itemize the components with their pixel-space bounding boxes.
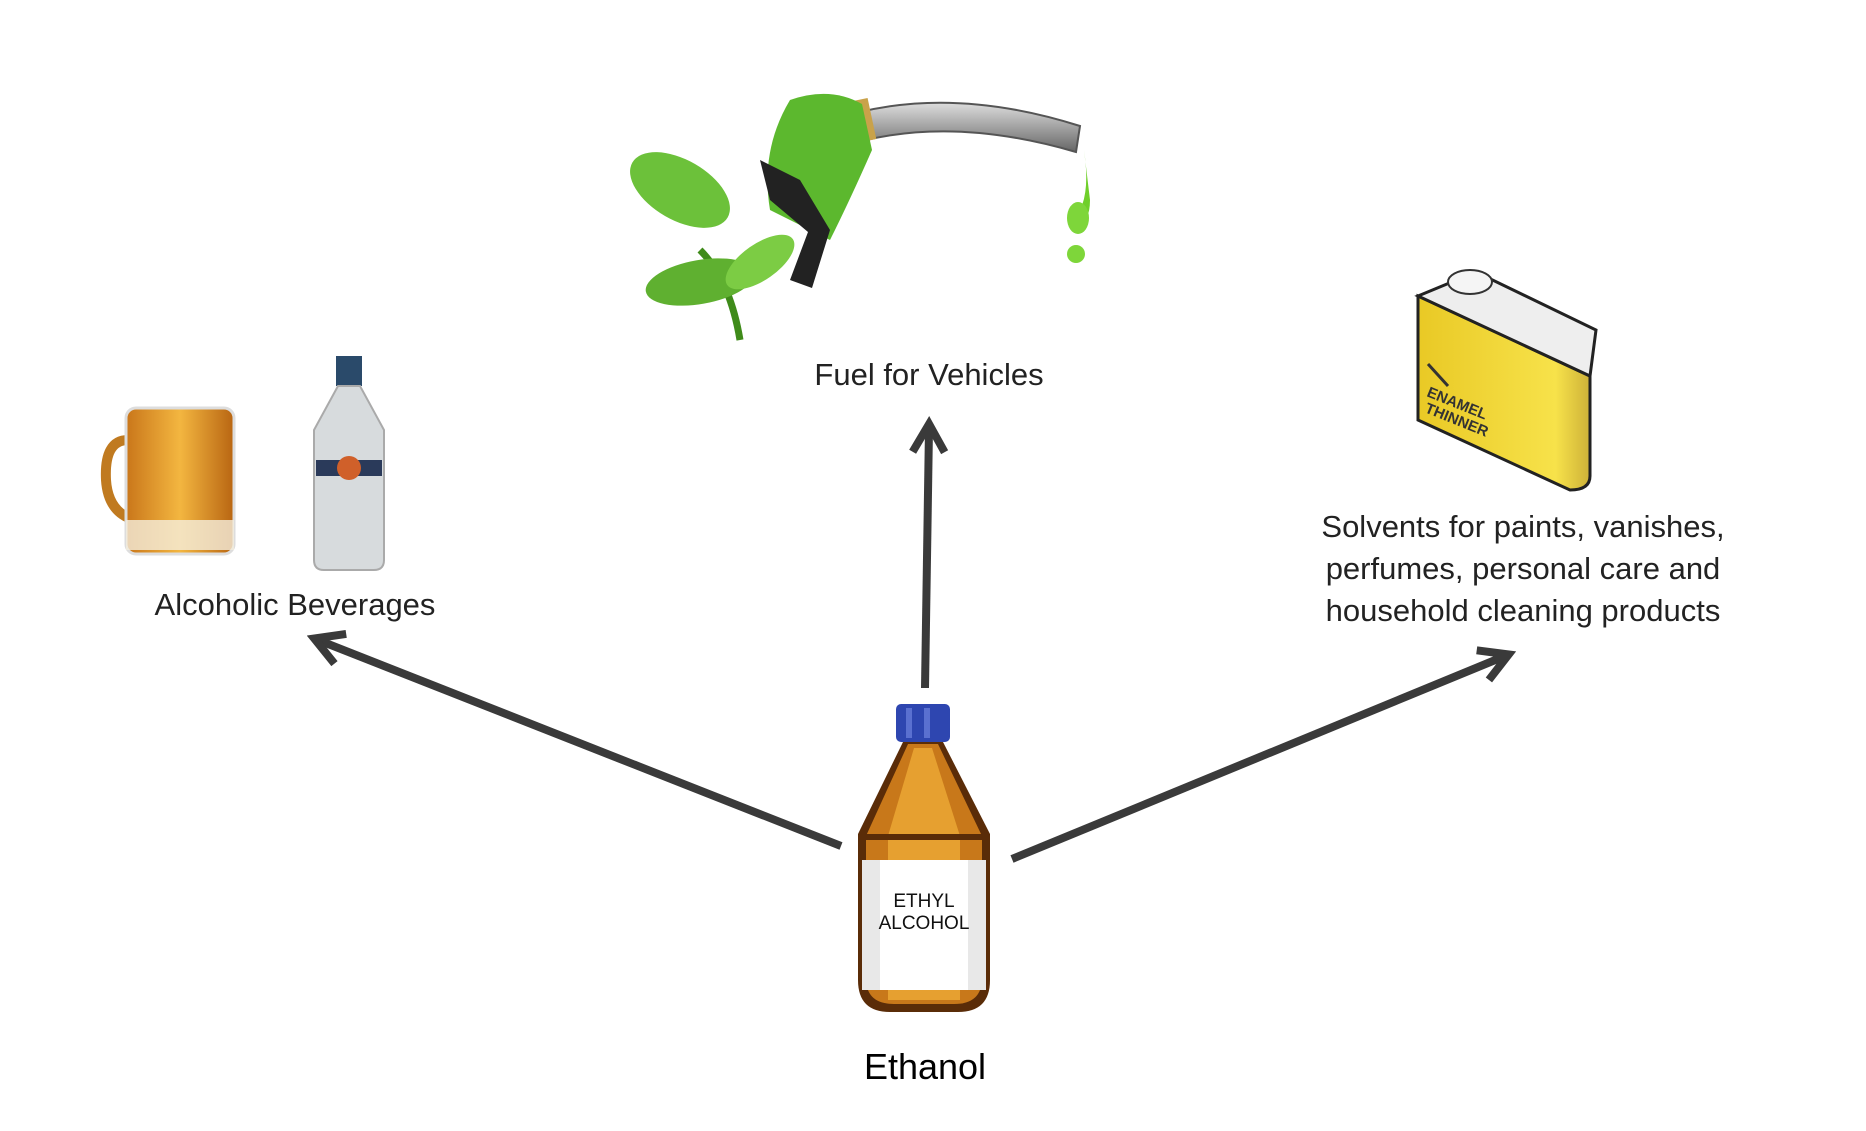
ethanol-bottle-icon: ETHYL ALCOHOL xyxy=(858,704,990,1012)
solvents-label: Solvents for paints, vanishes, perfumes,… xyxy=(1243,506,1803,632)
beverages-label: Alcoholic Beverages xyxy=(154,587,436,622)
beer-mug-icon xyxy=(100,406,236,556)
fuel-label: Fuel for Vehicles xyxy=(814,357,1044,392)
fuel-pump-icon xyxy=(630,93,1090,341)
solvents-label-line: perfumes, personal care and xyxy=(1325,551,1721,586)
arrow-to-fuel xyxy=(909,415,949,689)
arrow-to-solvents xyxy=(1010,646,1517,863)
arrow-to-beverages xyxy=(306,629,843,850)
enamel-thinner-can-icon: ENAMEL THINNER xyxy=(1414,269,1598,492)
liquor-bottle-icon xyxy=(313,356,385,571)
solvents-label-line: Solvents for paints, vanishes, xyxy=(1321,509,1725,544)
bottle-label-line2: ALCOHOL xyxy=(879,913,970,934)
ethanol-label: Ethanol xyxy=(863,1046,987,1087)
bottle-label-line1: ETHYL xyxy=(893,891,954,912)
solvents-label-line: household cleaning products xyxy=(1325,593,1721,628)
